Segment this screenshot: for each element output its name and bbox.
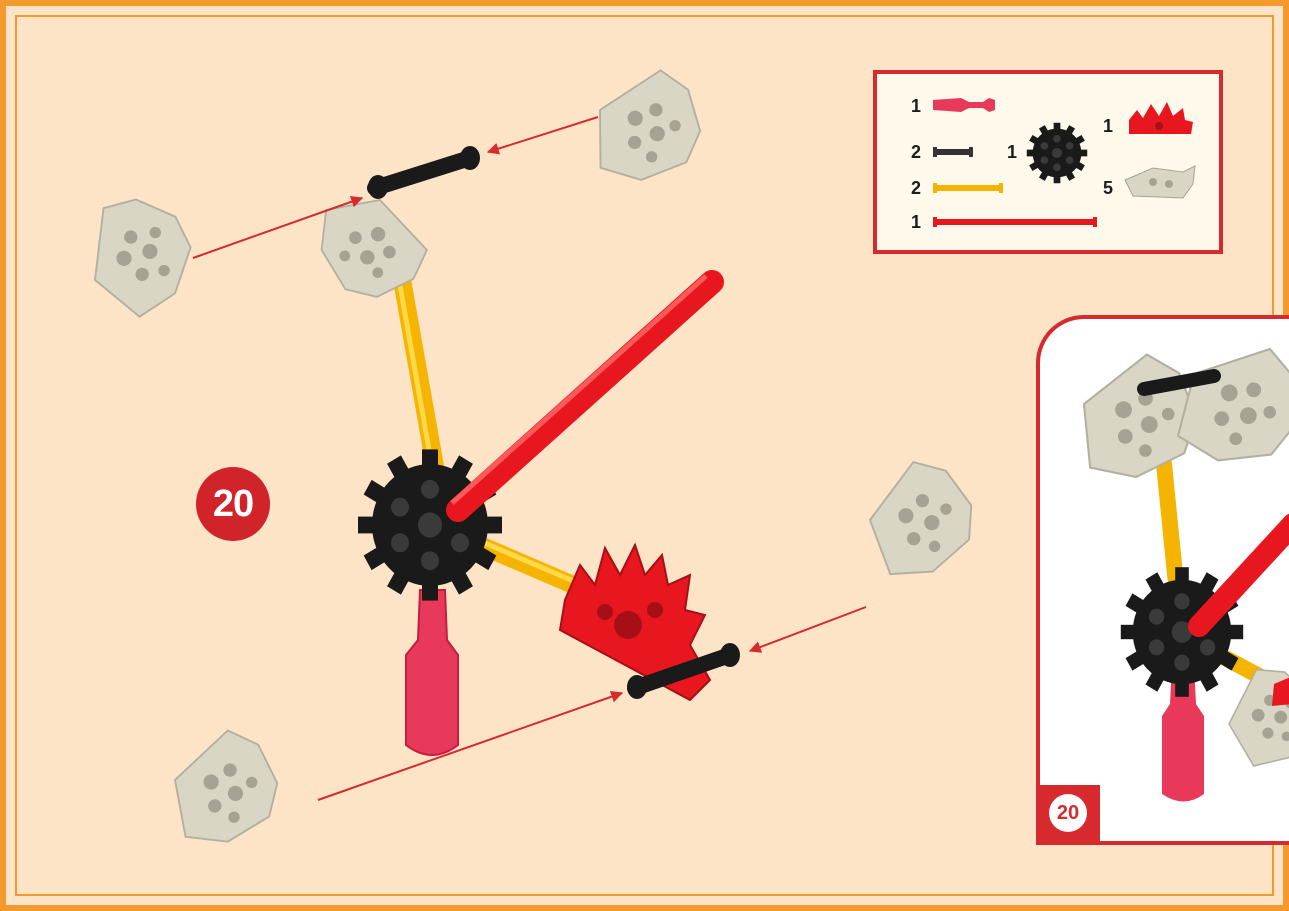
- arrow-bottom-left: [318, 693, 622, 800]
- gray-connector-left: [66, 183, 209, 326]
- gray-connector-top-right: [586, 65, 707, 186]
- part-qty-red-gear: 1: [1103, 116, 1113, 137]
- preview-illustration: [1040, 319, 1289, 845]
- gray-connector-bottom-left: [156, 721, 290, 855]
- gray-connector-icon: [1123, 162, 1197, 204]
- yellow-rod-icon: [933, 182, 1003, 194]
- pink-rod-icon: [931, 94, 997, 116]
- preview-step-box: 20: [1040, 785, 1100, 841]
- part-qty-pink-end: 1: [911, 96, 921, 117]
- step-number-badge: 20: [196, 467, 270, 541]
- completed-step-preview: 20: [1036, 315, 1289, 845]
- arrow-right: [750, 607, 866, 651]
- arrow-top-right: [488, 117, 598, 152]
- black-gear-connector: [358, 449, 502, 600]
- black-rod-icon: [933, 146, 973, 158]
- red-rod-icon: [933, 216, 1097, 228]
- preview-step-badge: 20: [1049, 794, 1087, 832]
- black-gear-icon: [1022, 120, 1092, 186]
- black-rod-top: [368, 146, 480, 199]
- gray-connector-mounted: [309, 182, 436, 309]
- gray-connector-right: [848, 448, 991, 591]
- part-qty-black-rod: 2: [911, 142, 921, 163]
- part-qty-red-rod: 1: [911, 212, 921, 233]
- pink-connector-end: [406, 590, 458, 755]
- part-qty-gray-connector: 5: [1103, 178, 1113, 199]
- parts-list: 1 2 2 1 1 1 5: [873, 70, 1223, 254]
- part-qty-yellow-rod: 2: [911, 178, 921, 199]
- part-qty-black-gear: 1: [1007, 142, 1017, 163]
- long-red-rod: [452, 276, 712, 510]
- red-gear-icon: [1125, 96, 1195, 138]
